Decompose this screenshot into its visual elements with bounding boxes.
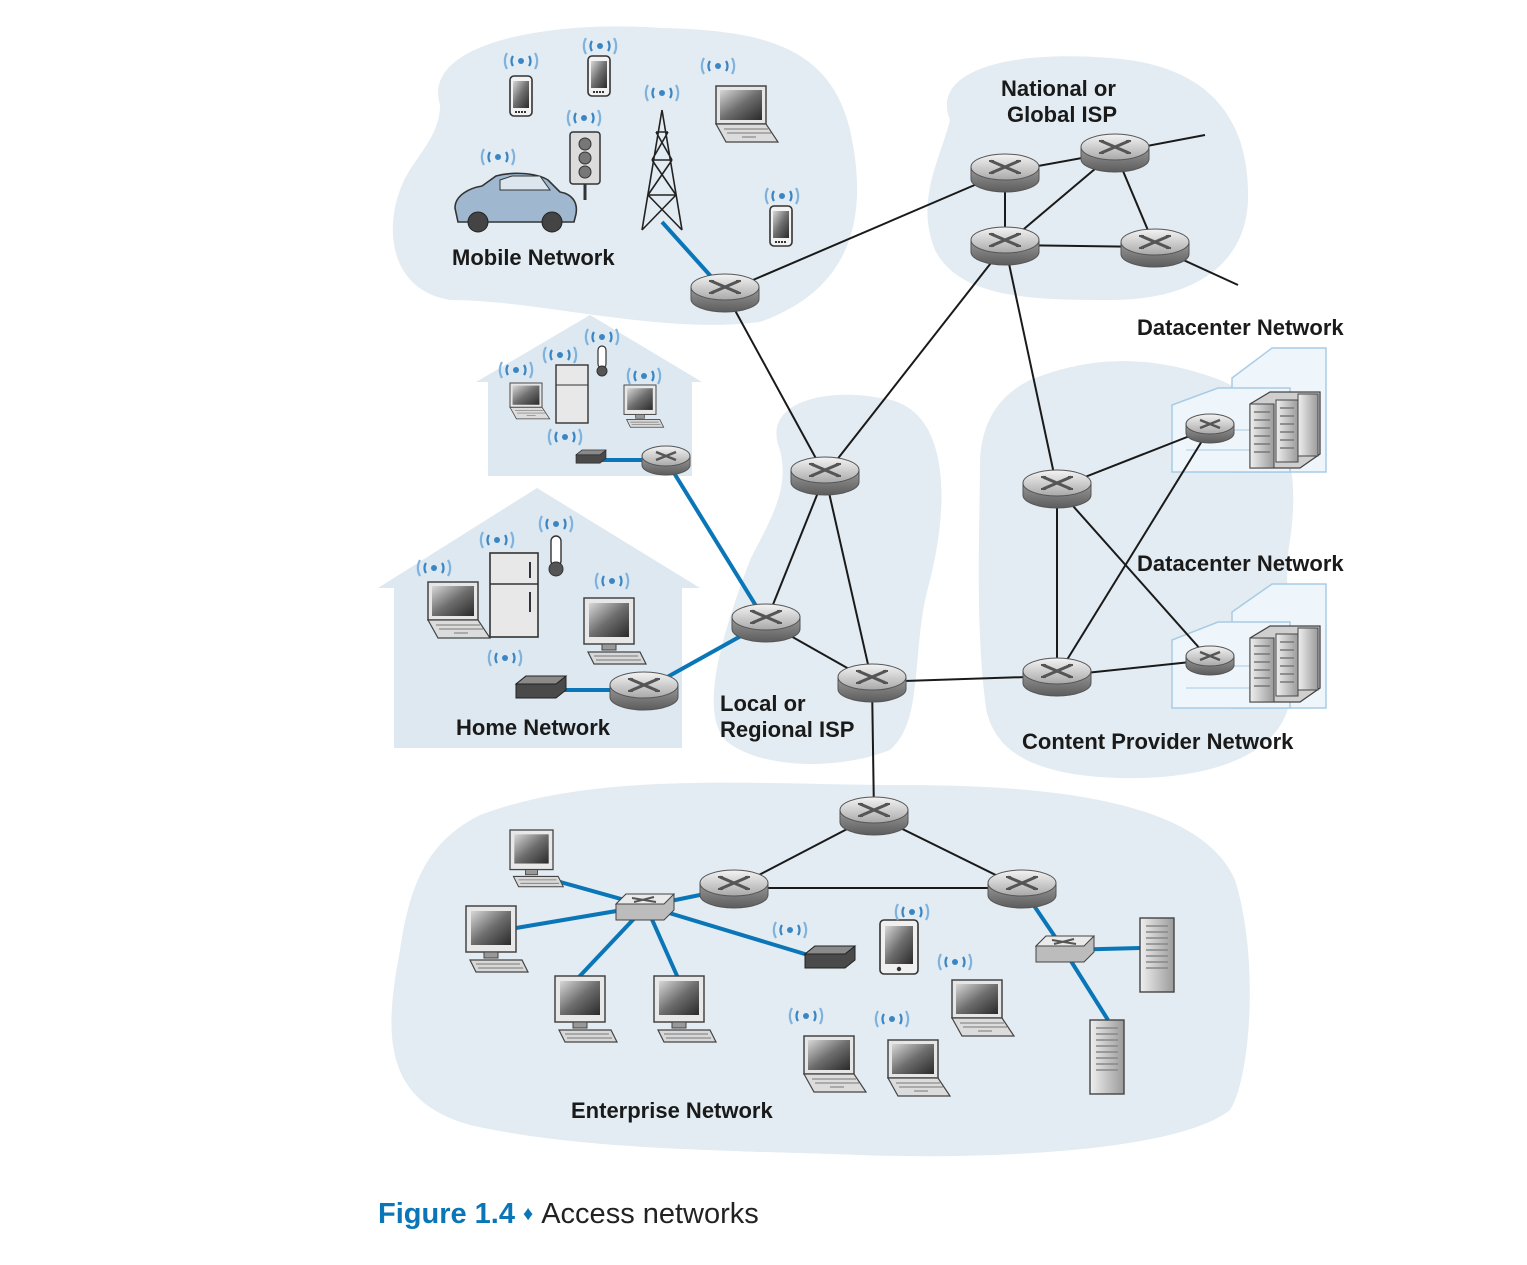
enterprise-router-1 xyxy=(838,795,910,837)
enterprise-router-2 xyxy=(698,868,770,910)
enterprise-router-3 xyxy=(986,868,1058,910)
content-provider-network-label: Content Provider Network xyxy=(1022,729,1294,754)
cell-tower-icon xyxy=(641,109,683,231)
figure-caption: Figure 1.4 ♦ Access networks xyxy=(378,1198,759,1231)
cable-modem-icon xyxy=(575,449,607,464)
regional-isp-router-1 xyxy=(789,455,861,497)
cable-modem-icon xyxy=(515,675,567,699)
caption-separator: ♦ xyxy=(523,1203,534,1225)
datacenter-router-1 xyxy=(1184,412,1236,445)
thermometer-icon xyxy=(548,535,564,577)
home-router-lower xyxy=(608,670,680,712)
home-router-upper xyxy=(640,444,692,477)
home-network-label: Home Network xyxy=(456,715,611,740)
smartphone-icon xyxy=(509,75,533,117)
ethernet-switch-icon xyxy=(1035,935,1095,963)
smartphone-icon xyxy=(587,55,611,97)
national-isp-label-line1: National or xyxy=(1001,76,1116,101)
server-rack-icon xyxy=(1249,391,1321,469)
regional-isp-router-3 xyxy=(836,662,908,704)
wireless-access-point-icon xyxy=(804,945,856,969)
home-network-upper-house xyxy=(476,315,702,476)
national-isp-label-line2: Global ISP xyxy=(1007,102,1117,127)
regional-isp-label-line2: Regional ISP xyxy=(720,717,854,742)
server-icon xyxy=(1139,917,1175,993)
content-provider-router-2 xyxy=(1021,656,1093,698)
mobile-network-label: Mobile Network xyxy=(452,245,615,270)
server-icon xyxy=(1089,1019,1125,1095)
enterprise-network-label: Enterprise Network xyxy=(571,1098,773,1123)
datacenter-network-label-2: Datacenter Network xyxy=(1137,551,1344,576)
regional-isp-label-line1: Local or xyxy=(720,691,806,716)
datacenter-router-2 xyxy=(1184,644,1236,677)
mobile-network-cloud xyxy=(392,26,858,325)
tablet-icon xyxy=(879,919,919,975)
content-provider-router-1 xyxy=(1021,468,1093,510)
figure-title: Access networks xyxy=(541,1198,759,1230)
refrigerator-icon xyxy=(555,364,589,424)
server-rack-icon xyxy=(1249,625,1321,703)
traffic-light-icon xyxy=(569,131,601,200)
refrigerator-icon xyxy=(489,552,539,638)
national-isp-router-4 xyxy=(1119,227,1191,269)
national-isp-router-2 xyxy=(1079,132,1151,174)
mobile-gateway-router xyxy=(689,272,761,314)
ethernet-switch-icon xyxy=(615,893,675,921)
figure-number: Figure 1.4 xyxy=(378,1198,515,1230)
thermometer-icon xyxy=(596,345,608,377)
regional-isp-router-2 xyxy=(730,602,802,644)
core-links xyxy=(724,134,1239,889)
datacenter-network-label-1: Datacenter Network xyxy=(1137,315,1344,340)
car-icon xyxy=(454,172,578,233)
smartphone-icon xyxy=(769,205,793,247)
national-isp-router-1 xyxy=(969,152,1041,194)
national-isp-router-3 xyxy=(969,225,1041,267)
